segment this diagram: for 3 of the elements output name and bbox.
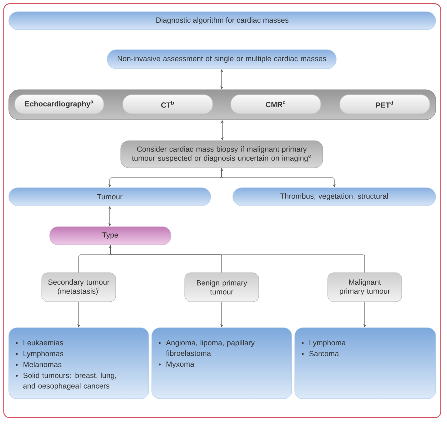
list-box	[8, 328, 150, 400]
list-box	[152, 328, 292, 400]
list-box	[294, 328, 436, 400]
